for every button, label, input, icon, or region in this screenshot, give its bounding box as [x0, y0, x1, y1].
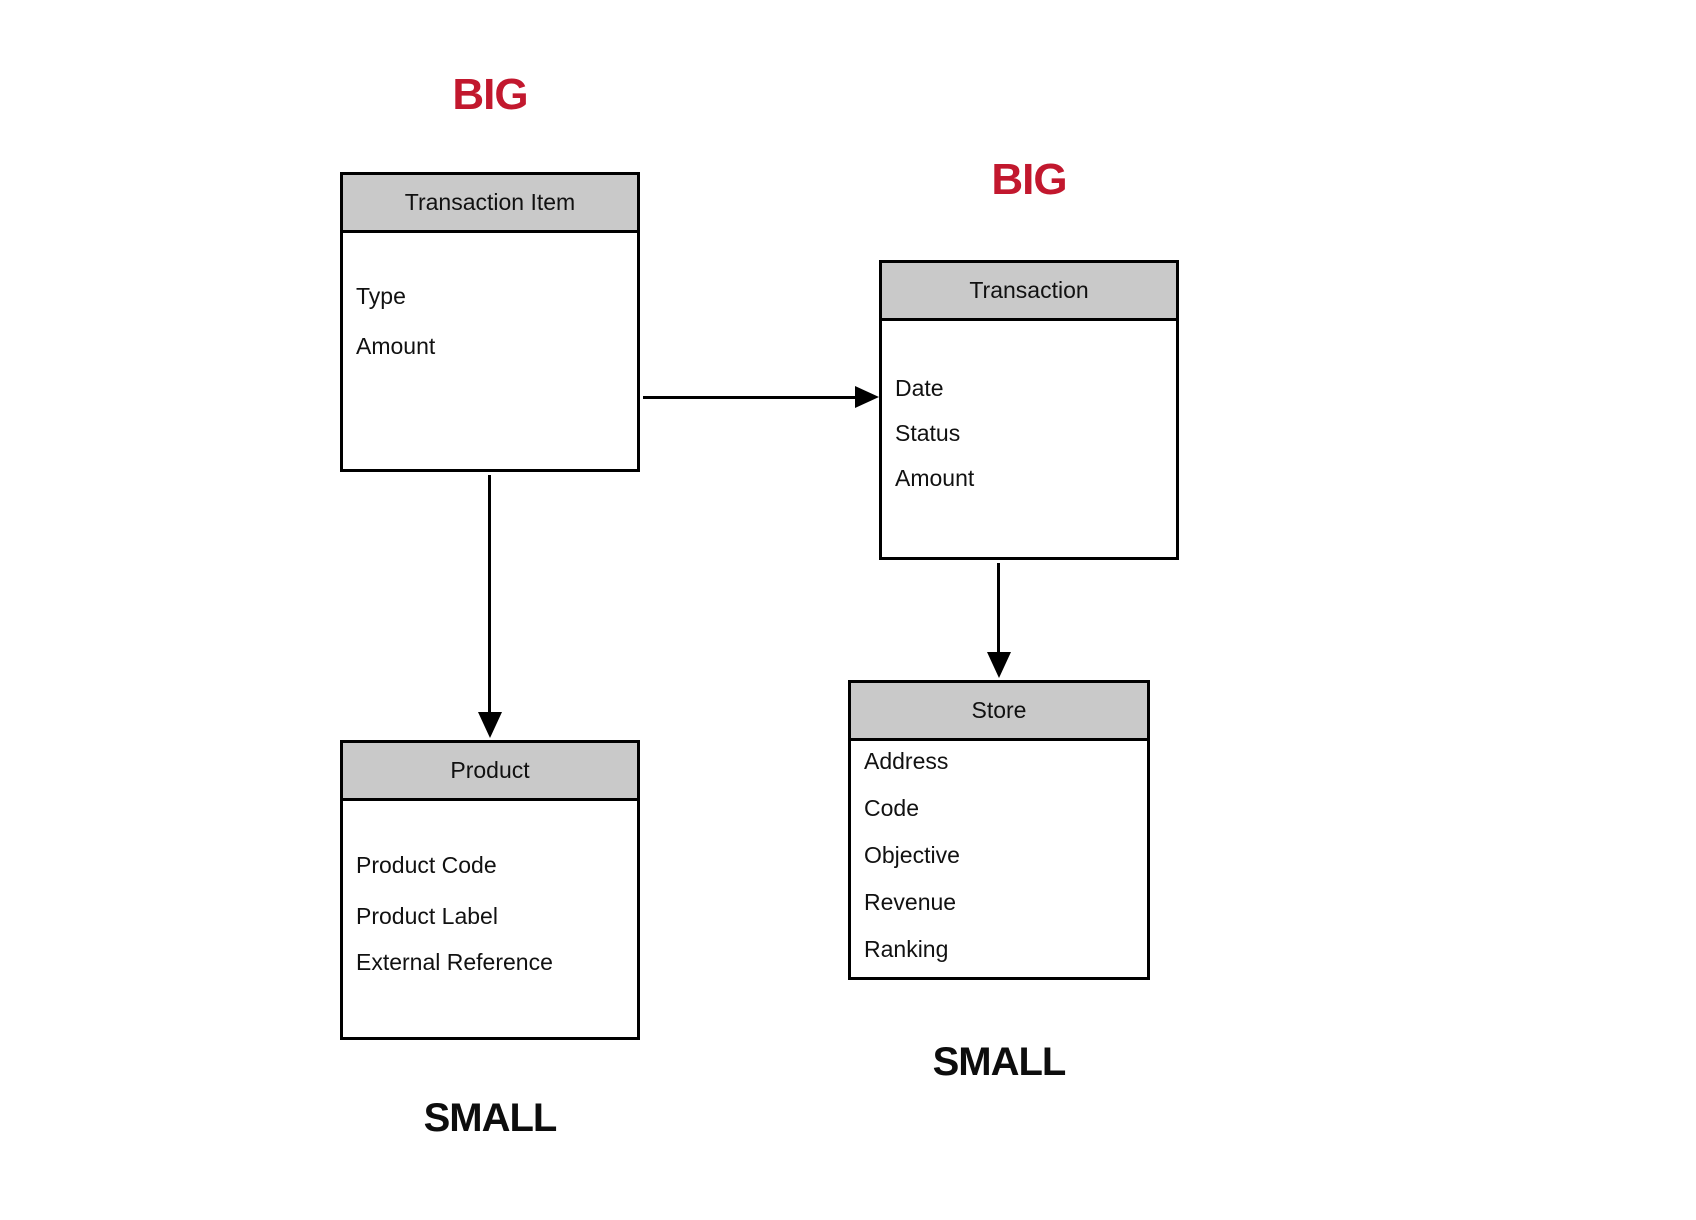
entity-field: Code — [864, 795, 919, 821]
entity-title-product: Product — [343, 743, 637, 801]
big-label-transaction-item: BIG — [452, 70, 528, 119]
entity-title-transaction: Transaction — [882, 263, 1176, 321]
entity-transaction: Transaction Date Status Amount — [879, 260, 1179, 560]
entity-product: Product Product Code Product Label Exter… — [340, 740, 640, 1040]
entity-body-product: Product Code Product Label External Refe… — [343, 801, 637, 976]
entity-store: Store Address Code Objective Revenue Ran… — [848, 680, 1150, 980]
arrow-line — [997, 563, 1000, 654]
small-label-product: SMALL — [423, 1096, 558, 1140]
entity-field: External Reference — [356, 949, 553, 975]
big-label-transaction: BIG — [991, 155, 1067, 204]
entity-field: Address — [864, 748, 949, 774]
entity-field: Objective — [864, 842, 960, 868]
entity-title-transaction-item: Transaction Item — [343, 175, 637, 233]
entity-field: Revenue — [864, 889, 957, 915]
entity-body-transaction-item: Type Amount — [343, 233, 637, 360]
entity-field: Status — [895, 420, 961, 446]
entity-field: Amount — [356, 333, 436, 359]
entity-field: Product Code — [356, 852, 497, 878]
entity-transaction-item: Transaction Item Type Amount — [340, 172, 640, 472]
entity-body-transaction: Date Status Amount — [882, 321, 1176, 492]
arrow-head-down-icon — [478, 712, 502, 738]
entity-field: Amount — [895, 465, 975, 491]
entity-body-store: Address Code Objective Revenue Ranking — [851, 741, 1147, 963]
small-label-store: SMALL — [932, 1040, 1067, 1084]
arrow-head-down-icon — [987, 652, 1011, 678]
entity-title-store: Store — [851, 683, 1147, 741]
arrow-line — [488, 475, 491, 714]
entity-field: Product Label — [356, 903, 498, 929]
entity-field: Date — [895, 375, 944, 401]
arrow-head-right-icon — [855, 386, 879, 408]
entity-field: Type — [356, 283, 406, 309]
arrow-line — [643, 396, 857, 399]
entity-field: Ranking — [864, 936, 949, 962]
